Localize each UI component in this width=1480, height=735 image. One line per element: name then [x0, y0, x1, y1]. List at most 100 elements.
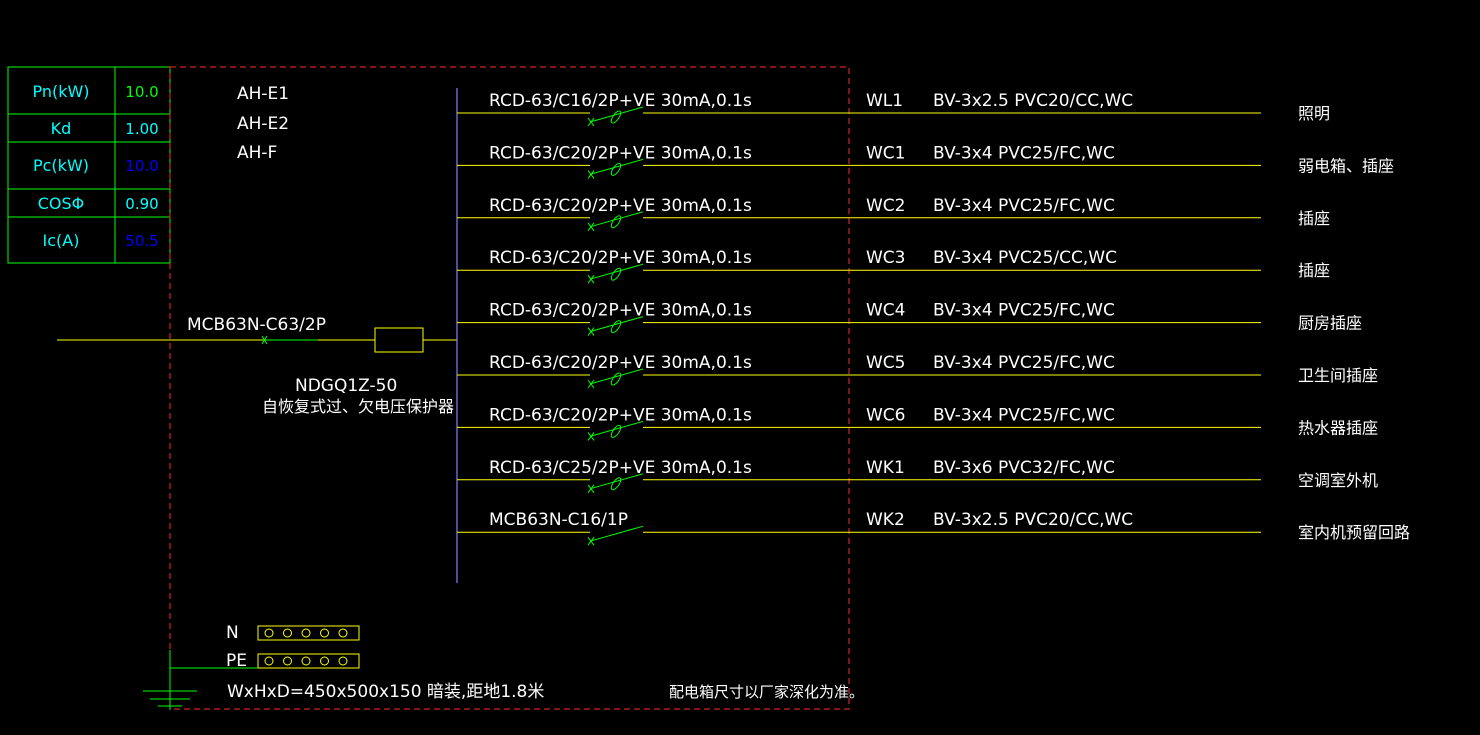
circuit-device: MCB63N-C16/1P: [489, 510, 628, 530]
table-label: Pn(kW): [32, 82, 89, 101]
protector-description: 自恢复式过、欠电压保护器: [262, 397, 454, 416]
breaker-contact-symbol: [589, 368, 644, 385]
circuit-id: WC1: [866, 143, 906, 163]
circuit-row: RCD-63/C20/2P+VE 30mA,0.1s WC6 BV-3x4 PVC2…: [457, 405, 1378, 441]
breaker-contact-symbol: [589, 211, 644, 228]
protector-symbol: [374, 327, 424, 353]
table-label: Kd: [51, 119, 72, 138]
circuit-id: WL1: [866, 91, 903, 111]
terminal-strip: PE: [226, 651, 360, 671]
circuit-device: RCD-63/C25/2P+VE 30mA,0.1s: [489, 458, 752, 478]
circuit-id: WC4: [866, 301, 906, 321]
terminal-screw: [320, 656, 329, 666]
circuit-device: RCD-63/C20/2P+VE 30mA,0.1s: [489, 196, 752, 216]
rcd-coil-symbol: [610, 110, 622, 124]
circuit-id: WC2: [866, 196, 906, 216]
breaker-contact-symbol: [589, 158, 644, 175]
terminal-label: PE: [226, 651, 247, 671]
rcd-coil-symbol: [610, 424, 622, 438]
breaker-contact-symbol: [589, 106, 644, 123]
table-value: 1.00: [125, 120, 158, 138]
table-label: Ic(A): [43, 231, 80, 250]
circuit-cable: BV-3x4 PVC25/FC,WC: [933, 301, 1115, 321]
breaker-contact-symbol: [589, 473, 644, 490]
circuit-device: RCD-63/C20/2P+VE 30mA,0.1s: [489, 143, 752, 163]
circuit-row: MCB63N-C16/1P WK2 BV-3x2.5 PVC20/CC,WC 室内机预…: [457, 510, 1410, 546]
terminal-screw: [264, 656, 274, 666]
circuit-usage: 厨房插座: [1298, 314, 1362, 333]
terminal-screw: [301, 656, 311, 666]
terminal-label: N: [226, 623, 239, 643]
terminal-screw: [338, 628, 348, 638]
circuit-device: RCD-63/C20/2P+VE 30mA,0.1s: [489, 301, 752, 321]
terminal-screw: [283, 656, 292, 666]
box-id-list: AH-E1 AH-E2 AH-F: [237, 84, 289, 163]
circuit-device: RCD-63/C20/2P+VE 30mA,0.1s: [489, 353, 752, 373]
table-value: 0.90: [125, 195, 158, 213]
rcd-coil-symbol: [610, 477, 622, 491]
rcd-coil-symbol: [610, 162, 622, 176]
circuit-id: WK2: [866, 510, 905, 530]
rcd-coil-symbol: [610, 320, 622, 334]
circuit-cable: BV-3x4 PVC25/FC,WC: [933, 143, 1115, 163]
table-value: 10.0: [125, 157, 158, 175]
terminal-strip: N: [226, 623, 360, 643]
protector-model: NDGQ1Z-50: [295, 376, 397, 396]
circuit-usage: 插座: [1298, 209, 1330, 228]
circuit-cable: BV-3x2.5 PVC20/CC,WC: [933, 510, 1133, 530]
terminal-screw: [301, 628, 311, 638]
circuit-row: RCD-63/C25/2P+VE 30mA,0.1s WK1 BV-3x6 PVC3…: [457, 458, 1378, 494]
rcd-coil-symbol: [610, 372, 622, 386]
circuit-usage: 弱电箱、插座: [1298, 156, 1394, 175]
circuit-usage: 卫生间插座: [1298, 366, 1378, 385]
terminal-strips: N PE: [170, 623, 360, 671]
circuit-device: RCD-63/C16/2P+VE 30mA,0.1s: [489, 91, 752, 111]
box-id: AH-E1: [237, 84, 289, 104]
terminal-screw: [320, 628, 329, 638]
rcd-coil-symbol: [610, 215, 622, 229]
breaker-contact-symbol: [589, 316, 644, 333]
circuit-cable: BV-3x4 PVC25/CC,WC: [933, 248, 1117, 268]
box-dimensions-note: WxHxD=450x500x150 暗装,距地1.8米: [227, 682, 544, 702]
circuit-id: WC3: [866, 248, 906, 268]
circuit-usage: 照明: [1298, 104, 1330, 123]
breaker-contact-symbol: [589, 263, 644, 280]
circuit-id: WC6: [866, 405, 906, 425]
circuit-usage: 插座: [1298, 261, 1330, 280]
terminal-screw: [338, 656, 348, 666]
circuit-row: RCD-63/C20/2P+VE 30mA,0.1s WC4 BV-3x4 PVC2…: [457, 301, 1362, 336]
circuit-cable: BV-3x6 PVC32/FC,WC: [933, 458, 1115, 478]
incoming-breaker-label: MCB63N-C63/2P: [187, 315, 326, 335]
circuit-usage: 空调室外机: [1298, 471, 1378, 490]
circuit-row: RCD-63/C20/2P+VE 30mA,0.1s WC5 BV-3x4 PVC2…: [457, 353, 1378, 389]
table-value: 10.0: [125, 83, 158, 101]
breaker-contact-symbol: [589, 420, 644, 437]
incoming-feeder: MCB63N-C63/2P NDGQ1Z-50 自恢复式过、欠电压保护器: [57, 315, 457, 416]
table-value: 50.5: [125, 232, 158, 250]
circuit-row: RCD-63/C20/2P+VE 30mA,0.1s WC1 BV-3x4 PVC2…: [457, 143, 1394, 179]
box-id: AH-E2: [237, 114, 289, 134]
terminal-screw: [283, 628, 292, 638]
circuit-cable: BV-3x2.5 PVC20/CC,WC: [933, 91, 1133, 111]
box-enclosure: [169, 66, 850, 710]
circuit-row: RCD-63/C20/2P+VE 30mA,0.1s WC2 BV-3x4 PVC2…: [457, 196, 1330, 232]
circuit-row: RCD-63/C16/2P+VE 30mA,0.1s WL1 BV-3x2.5 PV…: [457, 91, 1330, 127]
rcd-coil-symbol: [610, 267, 622, 281]
circuit-cable: BV-3x4 PVC25/FC,WC: [933, 196, 1115, 216]
box-size-remark: 配电箱尺寸以厂家深化为准。: [669, 683, 864, 701]
circuit-usage: 热水器插座: [1298, 418, 1378, 437]
terminal-screw: [264, 628, 274, 638]
circuit-id: WK1: [866, 458, 905, 478]
circuit-id: WC5: [866, 353, 906, 373]
circuit-cable: BV-3x4 PVC25/FC,WC: [933, 353, 1115, 373]
breaker-contact-symbol: [589, 525, 644, 542]
circuit-cable: BV-3x4 PVC25/FC,WC: [933, 405, 1115, 425]
circuit-device: RCD-63/C20/2P+VE 30mA,0.1s: [489, 405, 752, 425]
table-label: COSΦ: [38, 194, 85, 213]
circuit-usage: 室内机预留回路: [1298, 523, 1410, 542]
box-id: AH-F: [237, 143, 277, 163]
